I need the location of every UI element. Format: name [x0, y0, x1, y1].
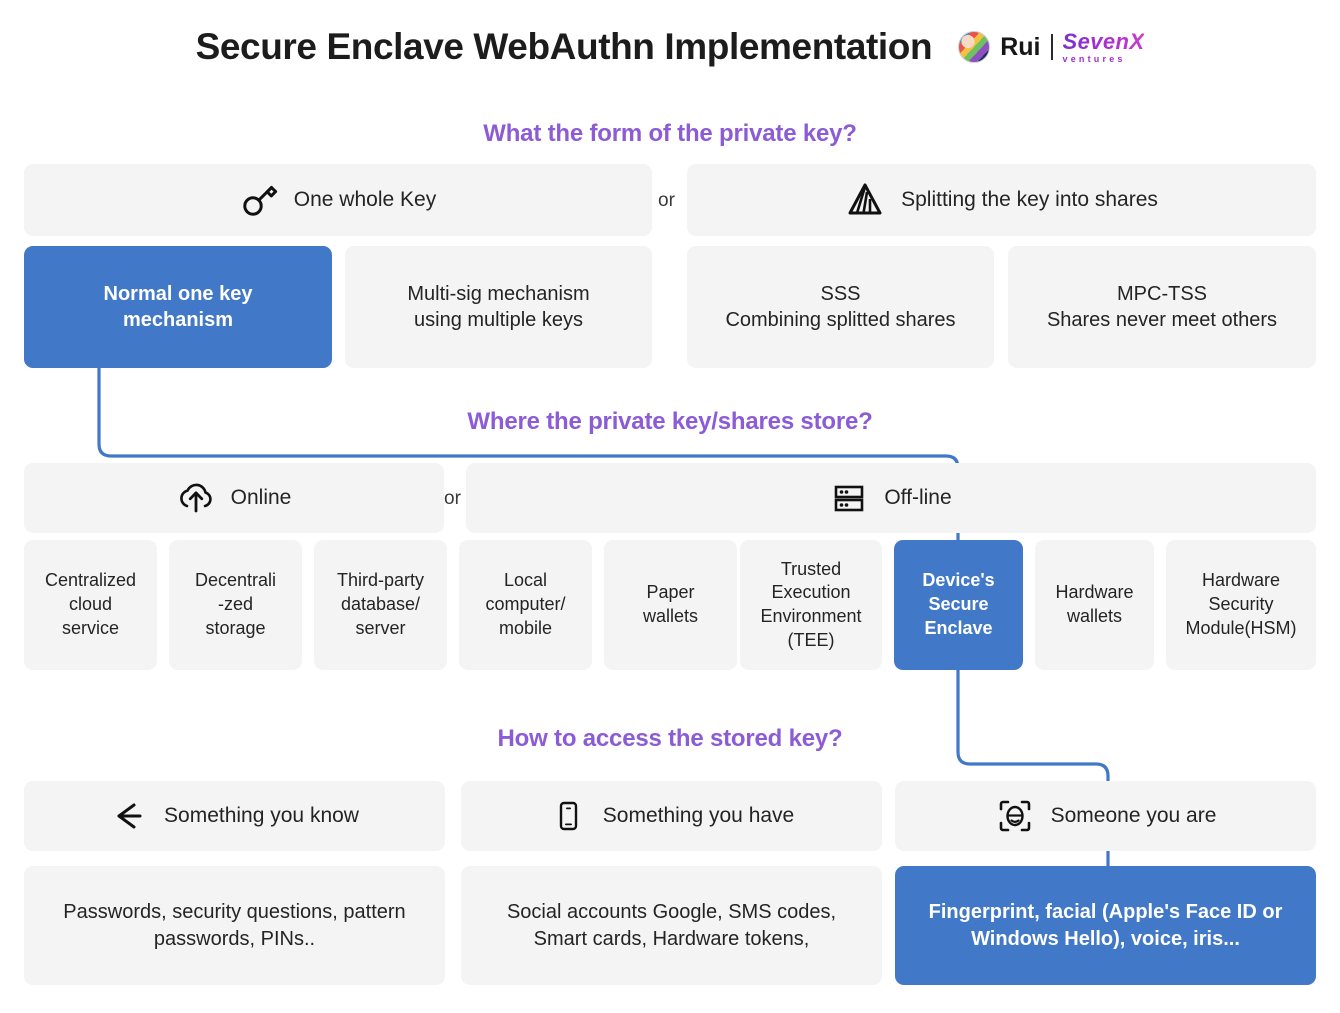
line: using multiple keys [414, 309, 583, 331]
detail-passwords[interactable]: Passwords, security questions, pattern p… [24, 866, 445, 985]
line: Module(HSM) [1185, 617, 1297, 638]
storage-paper-wallets[interactable]: Paper wallets [604, 540, 737, 670]
server-rack-icon [830, 479, 868, 517]
line: database/ [340, 594, 421, 615]
line: (TEE) [787, 629, 835, 650]
line: mechanism [122, 309, 234, 331]
sevenx-wordmark: SevenX [1062, 28, 1145, 54]
line: Social accounts Google, SMS codes, [506, 901, 837, 924]
option-offline[interactable]: Off-line [466, 463, 1316, 533]
brand-logo: Rui SevenX ventures [958, 28, 1145, 64]
line: passwords, PINs.. [153, 927, 316, 950]
category-normal-one-key[interactable]: Normal one key mechanism [24, 246, 332, 368]
line: Passwords, security questions, pattern [63, 901, 406, 924]
detail-biometrics[interactable]: Fingerprint, facial (Apple's Face ID or … [895, 866, 1316, 985]
line: Fingerprint, facial (Apple's Face ID or [928, 901, 1283, 924]
option-one-whole-key[interactable]: One whole Key [24, 164, 652, 236]
category-multi-sig[interactable]: Multi-sig mechanism using multiple keys [345, 246, 652, 368]
option-something-you-know[interactable]: Something you know [24, 781, 445, 851]
storage-third-party-database[interactable]: Third-party database/ server [314, 540, 447, 670]
line: cloud [68, 594, 112, 615]
option-label: Something you know [164, 804, 359, 828]
line: mobile [498, 617, 552, 638]
option-something-you-have[interactable]: Something you have [461, 781, 882, 851]
section-question-1: What the form of the private key? [483, 120, 857, 147]
face-scan-icon [995, 796, 1035, 836]
line: Security [1208, 594, 1274, 615]
or-label-1: or [658, 190, 675, 211]
line: wallets [1066, 606, 1123, 626]
option-label: Off-line [884, 486, 952, 510]
category-mpc-tss[interactable]: MPC-TSS Shares never meet others [1008, 246, 1316, 368]
page-title: Secure Enclave WebAuthn Implementation [195, 26, 933, 67]
option-someone-you-are[interactable]: Someone you are [895, 781, 1316, 851]
storage-hardware-wallets[interactable]: Hardware wallets [1035, 540, 1154, 670]
line: Hardware [1055, 582, 1134, 603]
line: MPC-TSS [1117, 282, 1207, 305]
page-header: Secure Enclave WebAuthn Implementation R… [0, 14, 1340, 80]
line: Trusted [780, 558, 842, 579]
line: Multi-sig mechanism [407, 282, 590, 305]
section-question-2: Where the private key/shares store? [467, 408, 873, 435]
brain-arrow-icon [110, 797, 148, 835]
line: Decentrali [194, 570, 277, 591]
line: Paper [646, 582, 695, 603]
detail-social-accounts[interactable]: Social accounts Google, SMS codes, Smart… [461, 866, 882, 985]
option-label: Splitting the key into shares [901, 188, 1158, 212]
line: Normal one key [103, 282, 253, 305]
line: Hardware [1201, 570, 1281, 591]
line: wallets [642, 606, 699, 626]
line: Centralized [44, 570, 137, 591]
line: server [355, 617, 406, 638]
line: service [61, 617, 119, 638]
smartphone-icon [549, 797, 587, 835]
option-label: Someone you are [1050, 804, 1217, 828]
line: Third-party [336, 570, 425, 591]
or-label-2: or [444, 488, 461, 509]
storage-local-computer-mobile[interactable]: Local computer/ mobile [459, 540, 592, 670]
sevenx-logo: SevenX ventures [1062, 28, 1145, 64]
line: Execution [771, 582, 851, 603]
category-sss[interactable]: SSS Combining splitted shares [687, 246, 994, 368]
section-question-3: How to access the stored key? [497, 725, 843, 752]
option-online[interactable]: Online [24, 463, 444, 533]
line: Environment [760, 606, 862, 626]
storage-decentralized-storage[interactable]: Decentrali -zed storage [169, 540, 302, 670]
option-label: One whole Key [293, 188, 437, 212]
key-icon [240, 181, 278, 219]
line: storage [205, 617, 266, 638]
line: SSS [820, 282, 861, 305]
shares-triangle-icon [845, 180, 885, 220]
option-label: Something you have [602, 804, 795, 828]
storage-hardware-security-module[interactable]: Hardware Security Module(HSM) [1166, 540, 1316, 670]
storage-centralized-cloud-service[interactable]: Centralized cloud service [24, 540, 157, 670]
line: Windows Hello), voice, iris... [971, 927, 1240, 950]
sevenx-tagline: ventures [1062, 53, 1126, 64]
line: Secure [928, 594, 989, 615]
cloud-upload-icon [177, 479, 215, 517]
line: Shares never meet others [1046, 309, 1278, 331]
line: Smart cards, Hardware tokens, [533, 927, 810, 950]
option-splitting-key[interactable]: Splitting the key into shares [687, 164, 1316, 236]
option-label: Online [230, 486, 292, 510]
line: Device's [922, 570, 995, 591]
line: Enclave [924, 617, 993, 638]
brand-divider [1050, 34, 1053, 60]
storage-device-secure-enclave[interactable]: Device's Secure Enclave [894, 540, 1023, 670]
brand-author-name: Rui [1000, 32, 1041, 61]
line: computer/ [485, 594, 566, 615]
line: Local [503, 570, 547, 591]
line: -zed [217, 594, 253, 615]
line: Combining splitted shares [725, 309, 956, 331]
storage-trusted-execution-environment[interactable]: Trusted Execution Environment (TEE) [740, 540, 882, 670]
avatar-portrait-icon [958, 31, 991, 63]
